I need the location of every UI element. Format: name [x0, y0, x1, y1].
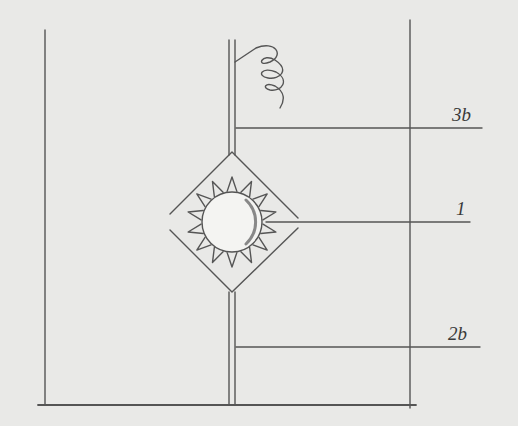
sun-ray [261, 210, 276, 219]
callout-number: 2b [448, 324, 467, 343]
lower-stem [229, 292, 235, 405]
callout-number: 3b [452, 105, 471, 124]
frame-line [44, 30, 45, 405]
sun-ray [261, 224, 276, 233]
leader-line [266, 221, 470, 222]
sun-rays [188, 177, 276, 267]
frame-line [409, 20, 410, 408]
leader-line [236, 346, 480, 347]
sun-ray [188, 224, 203, 233]
sun-symbol [188, 177, 276, 267]
sun-ray [227, 253, 237, 267]
callout-number: 1 [456, 199, 466, 218]
tendril [235, 46, 283, 108]
leader-line [236, 127, 482, 128]
ground-line [38, 404, 416, 406]
sun-disc [202, 192, 262, 252]
upper-stem [229, 40, 235, 155]
sun-ray [188, 210, 203, 219]
sun-ray [227, 177, 237, 191]
sun-shading [246, 200, 256, 244]
